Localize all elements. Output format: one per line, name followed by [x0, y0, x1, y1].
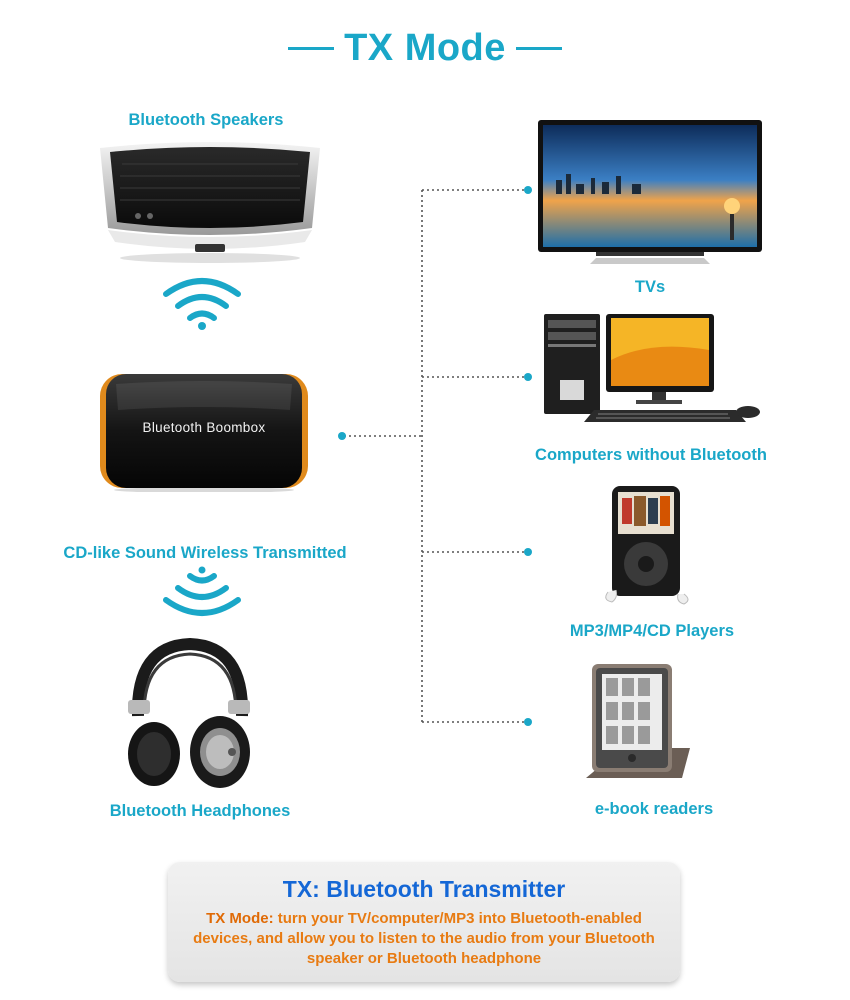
info-panel-text: turn your TV/computer/MP3 into Bluetooth…	[193, 910, 655, 967]
transmit-label: CD-like Sound Wireless Transmitted	[63, 544, 347, 562]
title-dash-left	[288, 46, 335, 50]
title-bar: TX Mode	[0, 22, 850, 74]
info-panel: TX: Bluetooth Transmitter TX Mode: turn …	[168, 862, 680, 982]
connector-dot-tv	[524, 186, 532, 194]
computer-label: Computers without Bluetooth	[535, 446, 767, 464]
bluetooth-headphones-image	[128, 637, 250, 788]
ereader-image	[586, 664, 690, 778]
connector-dot-computer	[524, 373, 532, 381]
wifi-signal-icon	[163, 278, 241, 330]
bluetooth-boombox-device	[100, 374, 308, 492]
tv-image	[538, 120, 762, 264]
player-label: MP3/MP4/CD Players	[569, 622, 735, 640]
speakers-label: Bluetooth Speakers	[128, 111, 284, 129]
wireless-wave-icon	[163, 566, 241, 616]
connector-dot-boombox	[338, 432, 346, 440]
info-panel-title: TX: Bluetooth Transmitter	[282, 876, 566, 902]
title-dash-right	[515, 46, 562, 50]
headphones-label: Bluetooth Headphones	[109, 802, 291, 820]
tv-label: TVs	[634, 278, 666, 296]
ereader-label: e-book readers	[594, 800, 714, 818]
info-panel-body: TX Mode: turn your TV/computer/MP3 into …	[180, 909, 668, 969]
connector-dot-ereader	[524, 718, 532, 726]
computer-image	[544, 314, 760, 422]
info-panel-lead: TX Mode:	[206, 910, 274, 927]
bluetooth-speaker-image	[100, 142, 320, 263]
page-title: TX Mode	[344, 26, 506, 69]
boombox-label: Bluetooth Boombox	[142, 420, 266, 435]
mp3-player-image	[605, 486, 689, 605]
connector-dot-player	[524, 548, 532, 556]
